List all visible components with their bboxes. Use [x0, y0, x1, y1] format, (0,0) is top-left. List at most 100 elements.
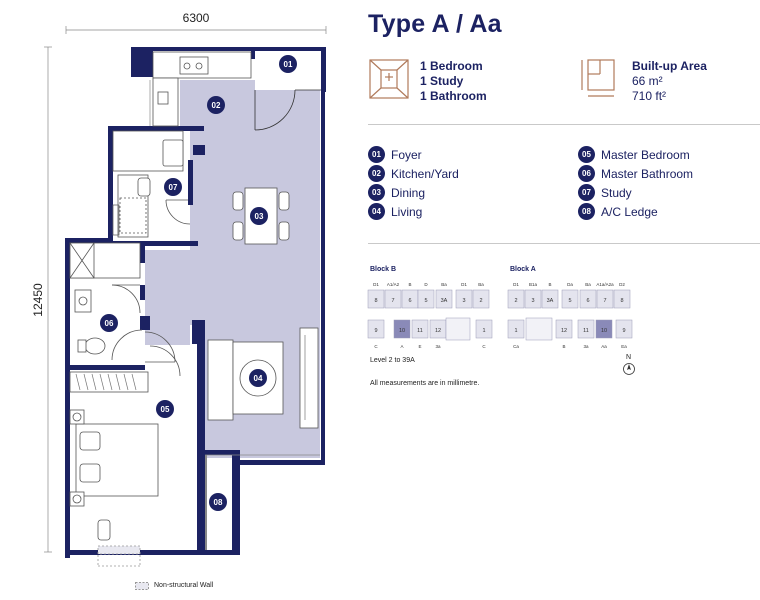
- block-b-label: Block B: [370, 266, 397, 273]
- compass-icon: [623, 363, 635, 375]
- block-a-unit-number: 3A: [547, 298, 554, 304]
- study-fixtures: [112, 130, 191, 238]
- block-b-unit-number: 5: [424, 298, 427, 304]
- block-b-unit-number: 11: [417, 328, 423, 334]
- non-structural-swatch: [135, 582, 149, 590]
- walls: [65, 47, 326, 558]
- block-b-unit-number: 1: [482, 328, 485, 334]
- block-b-unit-number: 10: [399, 328, 405, 334]
- block-a-unit-type: Ba: [585, 282, 591, 287]
- legend-item: 01 Foyer: [368, 146, 422, 163]
- block-b-unit-type: E: [418, 344, 421, 349]
- block-a-unit-type: D1: [513, 282, 519, 287]
- block-a-unit: [595, 319, 613, 339]
- block-b-unit-type: A: [400, 344, 403, 349]
- legend-label: Dining: [391, 185, 426, 200]
- block-a-unit-number: 3: [531, 298, 534, 304]
- width-dimension: [65, 26, 327, 34]
- block-a-unit-type: B: [548, 282, 551, 287]
- bathroom-fixtures: [69, 242, 176, 363]
- block-a-unit: [613, 289, 631, 309]
- width-dimension-label: 6300: [183, 11, 210, 25]
- block-b-core: [445, 317, 471, 341]
- legend-label: Study: [601, 185, 632, 200]
- block-a-core: [525, 317, 553, 341]
- block-a-unit-number: 2: [514, 298, 517, 304]
- svg-text:08: 08: [214, 498, 223, 507]
- room-badge-03: 03: [250, 207, 268, 225]
- block-b-unit-type: D1: [461, 282, 467, 287]
- floor-plan: 6300 12450: [31, 11, 327, 567]
- block-a-unit-number: 9: [622, 328, 625, 334]
- legend-number-badge: 02: [368, 165, 385, 182]
- area-sqm: 66 m²: [632, 74, 663, 88]
- legend-item: 03 Dining: [368, 184, 425, 201]
- block-b-unit-number: 8: [374, 298, 377, 304]
- page-title: Type A / Aa: [368, 10, 502, 38]
- foyer-door: [254, 89, 321, 131]
- block-a-unit: [615, 319, 633, 339]
- room-badge-05: 05: [156, 400, 174, 418]
- legend-label: A/C Ledge: [601, 204, 658, 219]
- divider-top: [368, 124, 760, 125]
- block-b-unit-type: Ba: [441, 282, 447, 287]
- block-a-unit-number: 5: [568, 298, 571, 304]
- spec-bedrooms: 1 Bedroom: [420, 59, 483, 73]
- block-b-unit: [475, 319, 493, 339]
- spec-study: 1 Study: [420, 74, 464, 88]
- room-badges: 01 02 03 04 05 06 07 08: [100, 55, 297, 511]
- block-a-unit: [524, 289, 542, 309]
- specs-area: Built-up Area 66 m² 710 ft²: [632, 59, 707, 104]
- block-a-unit-type: A1a/A2a: [596, 282, 614, 287]
- svg-text:07: 07: [169, 183, 178, 192]
- legend-label: Living: [391, 204, 423, 219]
- room-badge-01: 01: [279, 55, 297, 73]
- north-label: N: [626, 354, 632, 361]
- room-badge-07: 07: [164, 178, 182, 196]
- block-a-unit: [579, 289, 597, 309]
- block-a-unit-type: Ca: [513, 344, 519, 349]
- room-perspective-icon: [369, 59, 409, 99]
- room-badge-06: 06: [100, 314, 118, 332]
- block-b-unit: [393, 319, 411, 339]
- block-a-unit: [561, 289, 579, 309]
- measurement-note: All measurements are in millimetre.: [370, 380, 480, 387]
- block-b-unit-number: 3: [462, 298, 465, 304]
- legend-label: Foyer: [391, 147, 422, 162]
- room-badge-08: 08: [209, 493, 227, 511]
- non-structural-label: Non-structural Wall: [154, 582, 214, 589]
- block-b-unit-number: 6: [408, 298, 411, 304]
- block-b-unit-type: 3a: [435, 344, 441, 349]
- bedroom-fixtures: [69, 345, 181, 567]
- legend-label: Kitchen/Yard: [391, 166, 459, 181]
- block-a-unit-number: 6: [586, 298, 589, 304]
- svg-text:02: 02: [212, 101, 221, 110]
- block-a-unit: [577, 319, 595, 339]
- svg-text:01: 01: [284, 60, 293, 69]
- block-b-unit-type: B: [408, 282, 411, 287]
- svg-text:03: 03: [255, 212, 264, 221]
- area-plan-icon: [581, 59, 615, 97]
- svg-text:05: 05: [161, 405, 170, 414]
- divider-bottom: [368, 243, 760, 244]
- block-b-unit-number: 2: [479, 298, 482, 304]
- area-label: Built-up Area: [632, 59, 707, 73]
- block-b-unit: [367, 289, 385, 309]
- block-b-unit-type: D1: [373, 282, 379, 287]
- block-b-unit: [367, 319, 385, 339]
- block-a-unit: [507, 319, 525, 339]
- dining-table: [232, 187, 290, 245]
- svg-text:04: 04: [254, 374, 263, 383]
- legend-number-badge: 03: [368, 184, 385, 201]
- block-a-unit-type: Ea: [621, 344, 627, 349]
- block-a-unit-type: Aa: [601, 344, 607, 349]
- legend-number-badge: 01: [368, 146, 385, 163]
- block-a-unit-number: 7: [603, 298, 606, 304]
- block-b-unit: [417, 289, 435, 309]
- block-b-unit-type: C: [374, 344, 378, 349]
- spec-bathrooms: 1 Bathroom: [420, 89, 487, 103]
- block-b-unit: [435, 289, 453, 309]
